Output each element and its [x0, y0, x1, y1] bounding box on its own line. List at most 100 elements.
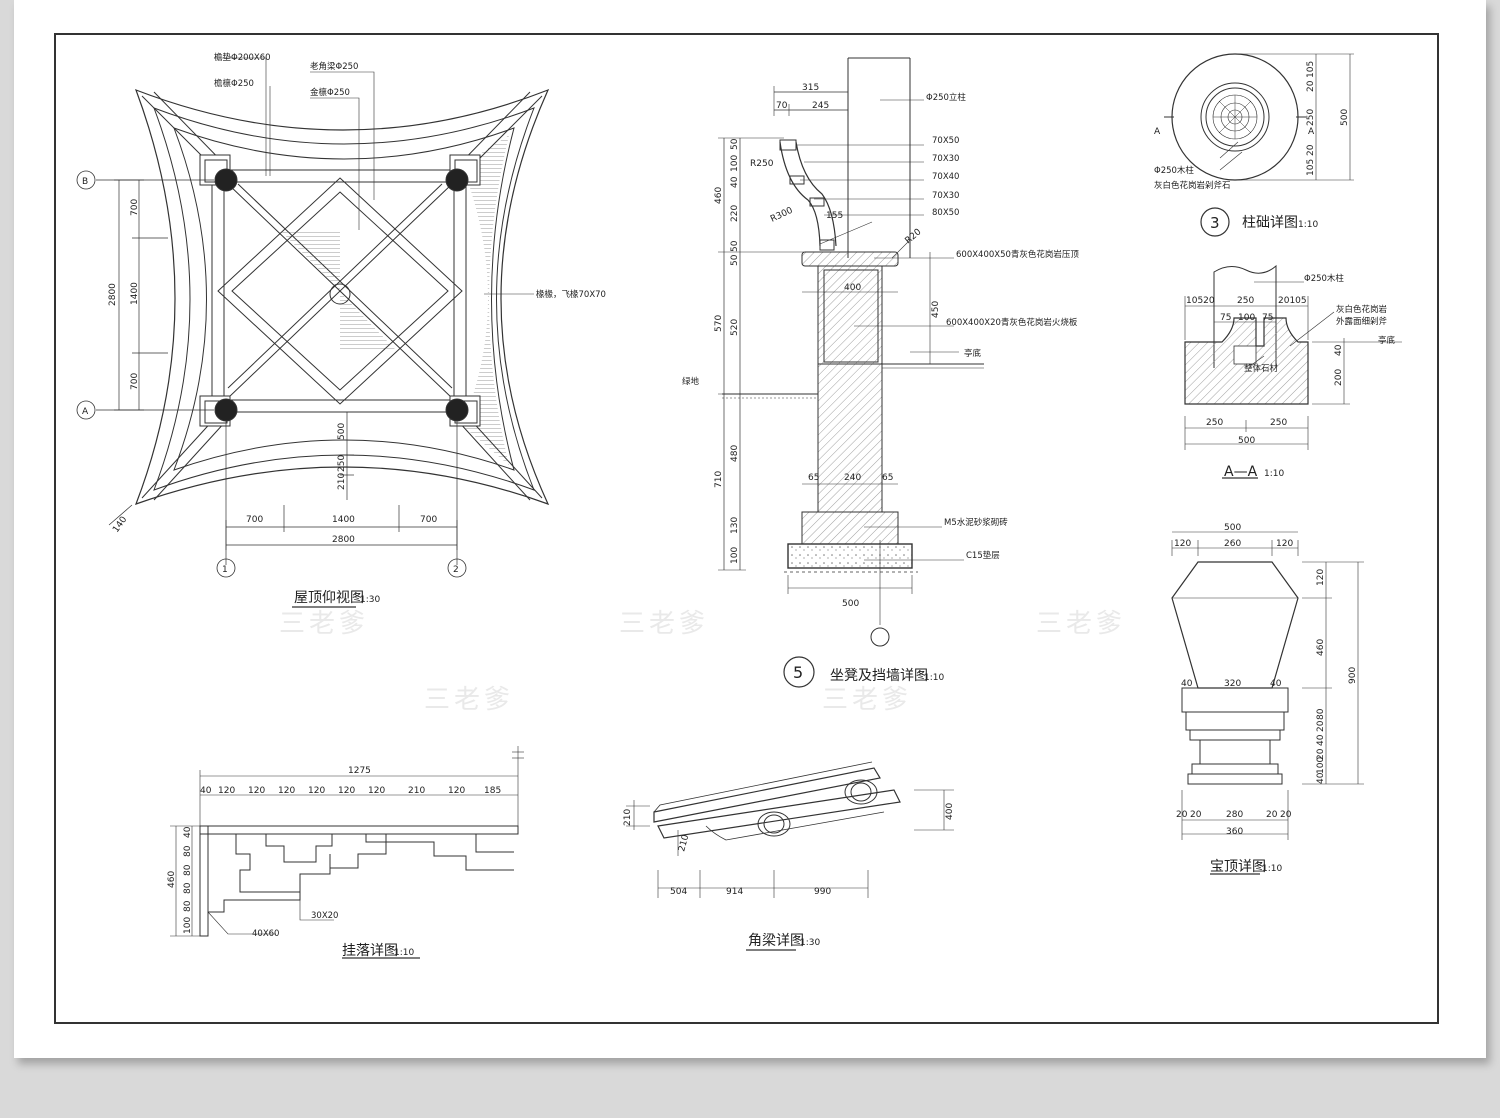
note-30x20: 30X20	[311, 911, 338, 921]
note-rafters: 椽椽，飞椽70X70	[536, 289, 606, 300]
dim-120: 120	[1174, 539, 1191, 549]
dim-50: 50	[730, 240, 740, 252]
dim-360: 360	[1226, 827, 1243, 837]
detail-number: 5	[793, 663, 803, 682]
section-aa-detail	[1184, 264, 1402, 479]
section-aa-scale: 1:10	[1264, 469, 1284, 479]
dim-20: 20	[1190, 810, 1202, 820]
dim-120: 120	[1276, 539, 1293, 549]
dim-250: 250	[1306, 109, 1316, 126]
dim-250: 250	[1237, 296, 1254, 306]
dim-100: 100	[1316, 757, 1326, 774]
dim-520: 520	[730, 319, 740, 336]
dim-280: 280	[1226, 810, 1243, 820]
dim-80: 80	[183, 900, 193, 912]
plinth-title: 柱础详图	[1242, 215, 1298, 231]
dim-250: 250	[337, 455, 347, 472]
dim-320: 320	[1224, 679, 1241, 689]
hanging-fret-labels: 1275 40 120 120 120 120 120 120 210 120 …	[167, 766, 501, 959]
dim-500: 500	[1238, 436, 1255, 446]
dim-700: 700	[130, 373, 140, 390]
note-eave-pad: 檐垫Φ200X60	[214, 52, 271, 63]
note-floor: 亭底	[1378, 335, 1396, 346]
dim-500: 500	[842, 599, 859, 609]
plinth-labels: A A 105 20 250 20 105 500 Φ250木柱 灰白色花岗岩剁…	[1154, 61, 1350, 232]
bench-wall-detail	[718, 57, 984, 688]
dim-990: 990	[814, 887, 831, 897]
dim-100: 100	[730, 547, 740, 564]
dim-65: 65	[882, 473, 893, 483]
dim-1400: 1400	[332, 515, 355, 525]
grid-label-1: 1	[222, 565, 228, 575]
dim-700: 700	[420, 515, 437, 525]
dim-20: 20	[1316, 748, 1326, 760]
dim-20105: 20105	[1278, 296, 1307, 306]
dim-100: 100	[1238, 313, 1255, 323]
note-granite-stone: 灰白色花岗岩剁斧石	[1154, 180, 1231, 191]
plinth-scale: 1:10	[1298, 220, 1318, 230]
dim-500: 500	[1224, 523, 1241, 533]
watermark-text: 三老爹	[619, 609, 709, 639]
dim-65: 65	[808, 473, 819, 483]
note-70x40: 70X40	[932, 172, 959, 182]
dim-1275: 1275	[348, 766, 371, 776]
note-eave-purlin: 檐檩Φ250	[214, 78, 254, 89]
radius-r300: R300	[769, 206, 795, 225]
radius-r250: R250	[750, 159, 774, 169]
dim-500: 500	[1340, 109, 1350, 126]
corner-beam-labels: 210 210 400 504 914 990 角梁详图 1:30	[623, 803, 955, 951]
watermark-text: 三老爹	[1036, 609, 1126, 639]
dim-140: 140	[111, 515, 129, 535]
section-mark-a: A	[1154, 127, 1161, 137]
hanging-fret-detail	[170, 746, 524, 959]
dim-460: 460	[167, 871, 177, 888]
note-green-ground: 绿地	[682, 376, 700, 387]
dim-100: 100	[730, 155, 740, 172]
dim-20: 20	[1266, 810, 1278, 820]
note-c15-cushion: C15垫层	[966, 550, 1000, 561]
dim-40: 40	[200, 786, 212, 796]
watermarks: 三老爹 三老爹 三老爹 三老爹 三老爹	[279, 609, 1126, 715]
dim-105: 105	[1306, 159, 1316, 176]
bench-title: 坐凳及挡墙详图	[830, 668, 928, 684]
dim-210: 210	[408, 786, 425, 796]
bench-scale: 1:10	[924, 673, 944, 683]
drawing-border	[54, 33, 1439, 1024]
dim-20: 20	[1176, 810, 1188, 820]
note-wood-post: Φ250木柱	[1154, 165, 1194, 176]
dim-10520: 10520	[1186, 296, 1215, 306]
note-post: Φ250立柱	[926, 92, 966, 103]
dim-400: 400	[945, 803, 955, 820]
dim-700: 700	[246, 515, 263, 525]
dim-80: 80	[183, 882, 193, 894]
section-aa-labels: Φ250木柱 灰白色花岗岩 外露面细剁斧 整体石材 亭底 10520 250 2…	[1186, 273, 1396, 480]
note-corner-beam: 老角梁Φ250	[310, 61, 358, 72]
dim-250: 250	[1206, 418, 1223, 428]
drawing-sheet: 三老爹 三老爹 三老爹 三老爹 三老爹	[14, 0, 1486, 1058]
dim-120: 120	[308, 786, 325, 796]
dim-80: 80	[183, 864, 193, 876]
dim-120: 120	[448, 786, 465, 796]
dim-120: 120	[218, 786, 235, 796]
dim-914: 914	[726, 887, 743, 897]
finial-scale: 1:10	[1262, 864, 1282, 874]
roof-plan-view	[76, 57, 550, 578]
dim-120: 120	[368, 786, 385, 796]
note-solid-stone: 整体石材	[1244, 363, 1279, 374]
detail-number: 3	[1210, 214, 1220, 232]
watermark-text: 三老爹	[279, 609, 369, 639]
note-70x50: 70X50	[932, 136, 959, 146]
note-40x60: 40X60	[252, 929, 279, 939]
dim-20: 20	[1306, 144, 1316, 156]
dim-50: 50	[730, 254, 740, 266]
dim-460: 460	[1316, 639, 1326, 656]
dim-120: 120	[338, 786, 355, 796]
dim-500: 500	[337, 423, 347, 440]
radius-r20: R20	[904, 227, 924, 246]
dim-120: 120	[278, 786, 295, 796]
finial-detail	[1171, 531, 1364, 875]
note-70x30: 70X30	[932, 154, 959, 164]
dim-2800: 2800	[332, 535, 355, 545]
dim-220: 220	[730, 205, 740, 222]
dim-900: 900	[1348, 667, 1358, 684]
